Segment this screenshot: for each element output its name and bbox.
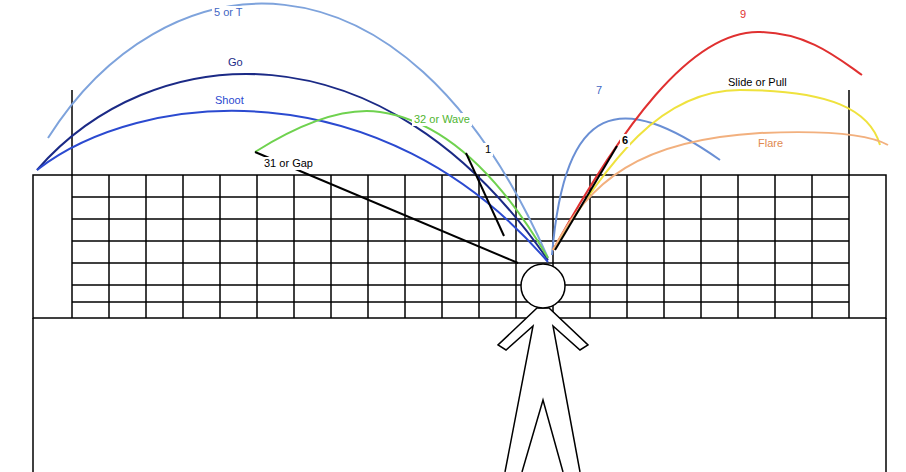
mesh-line (72, 218, 849, 220)
mesh-line (108, 175, 110, 318)
set-call-label: Go (226, 56, 245, 69)
set-call-label: 1 (483, 143, 493, 156)
mesh-line (737, 175, 739, 318)
trajectory (466, 153, 504, 236)
mesh-line (700, 175, 702, 318)
trajectory (37, 111, 548, 262)
trajectory (555, 146, 617, 250)
court-line (32, 318, 34, 472)
mesh-line (330, 175, 332, 318)
set-trajectories (37, 4, 888, 263)
mesh-line (515, 175, 517, 318)
mesh-line (72, 301, 849, 303)
player-head (521, 264, 565, 308)
set-call-label: 5 or T (212, 6, 245, 19)
trajectory (255, 152, 518, 263)
net-frame (33, 175, 886, 318)
trajectory (255, 111, 548, 258)
mesh-line (404, 175, 406, 318)
set-call-label: 9 (738, 8, 748, 21)
court-line (885, 318, 887, 472)
mesh-line (72, 240, 849, 242)
antenna (848, 90, 850, 318)
mesh-line (145, 175, 147, 318)
set-call-label: 6 (620, 134, 630, 147)
player-figure (498, 264, 588, 472)
mesh-line (219, 175, 221, 318)
trajectory (553, 132, 888, 250)
set-call-label: 32 or Wave (412, 113, 472, 126)
antenna (71, 90, 73, 318)
set-call-label: Shoot (213, 94, 246, 107)
trajectory (37, 74, 548, 260)
mesh-line (811, 175, 813, 318)
player-legs (522, 400, 563, 472)
set-call-label: Slide or Pull (726, 76, 789, 89)
trajectory (553, 90, 880, 250)
mesh-line (72, 262, 849, 264)
net (33, 90, 886, 472)
mesh-line (441, 175, 443, 318)
trajectory (553, 32, 862, 250)
mesh-line (774, 175, 776, 318)
player-body (498, 308, 588, 472)
mesh-line (256, 175, 258, 318)
mesh-line (293, 175, 295, 318)
mesh-line (367, 175, 369, 318)
set-call-label: 31 or Gap (262, 157, 315, 170)
net-mesh (72, 175, 849, 318)
mesh-line (72, 284, 849, 286)
mesh-line (72, 196, 849, 198)
set-call-label: Flare (756, 137, 785, 150)
mesh-line (182, 175, 184, 318)
trajectory (48, 4, 548, 258)
mesh-line (663, 175, 665, 318)
mesh-line (626, 175, 628, 318)
set-call-label: 7 (594, 84, 604, 97)
